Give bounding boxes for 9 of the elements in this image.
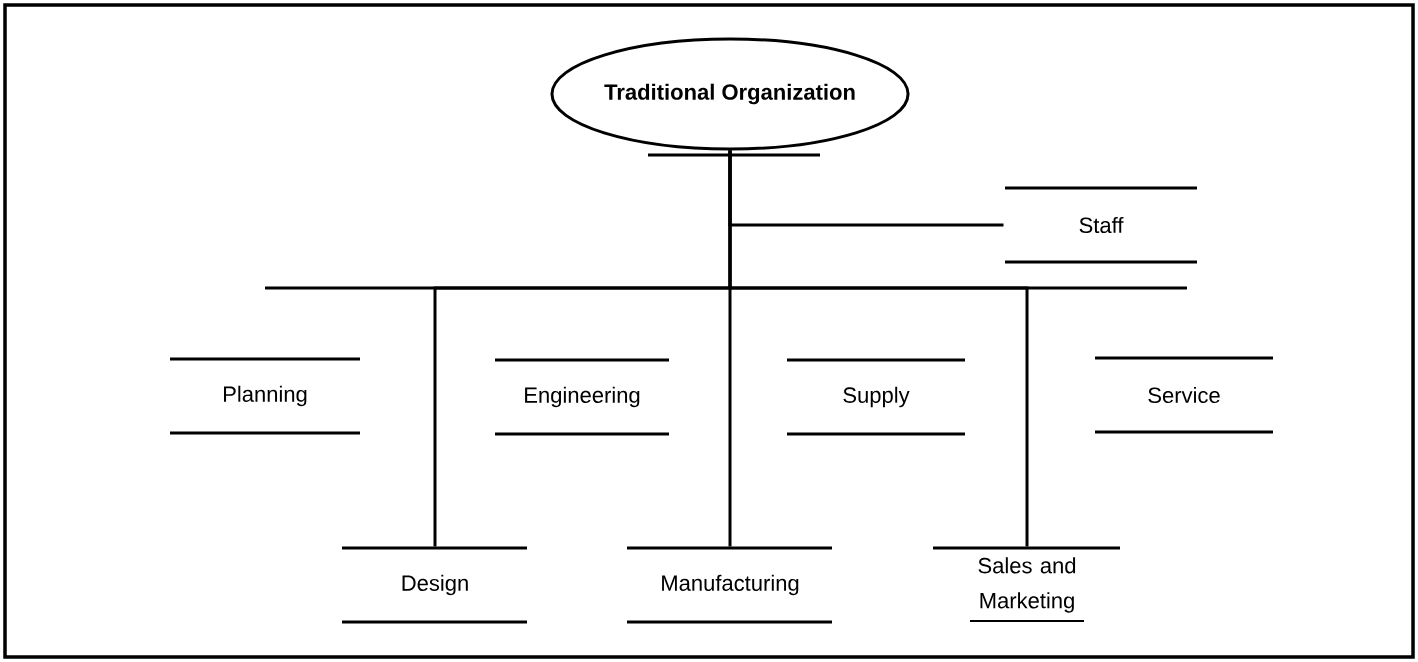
department-box: Supply	[787, 358, 965, 436]
department-box: Engineering	[495, 358, 669, 436]
department-box: Sales and Marketing	[933, 546, 1120, 622]
department-box: Design	[342, 546, 527, 624]
department-box: Staff	[1005, 186, 1197, 264]
department-box: Manufacturing	[627, 546, 832, 624]
connector-line	[728, 150, 1029, 547]
department-box: Service	[1095, 356, 1273, 434]
department-box: Planning	[170, 357, 360, 435]
